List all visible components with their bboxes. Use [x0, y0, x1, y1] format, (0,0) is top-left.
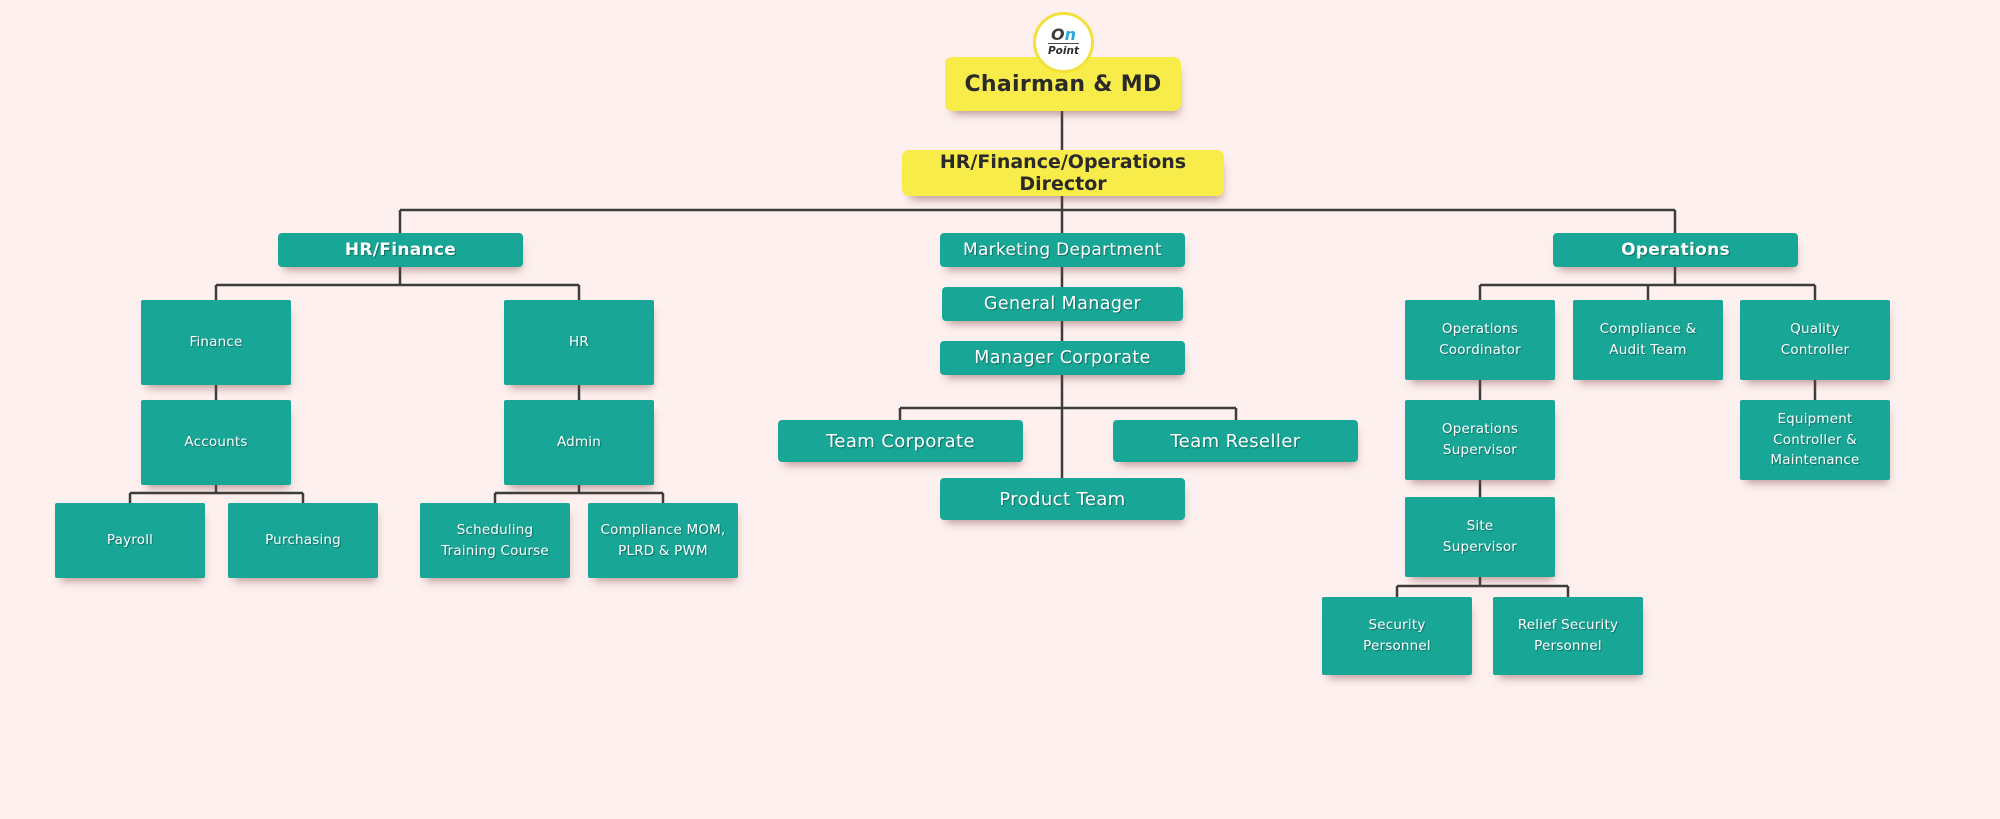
node-security-personnel: Security Personnel: [1322, 597, 1472, 675]
node-admin: Admin: [504, 400, 654, 485]
node-scheduling-training-course: Scheduling Training Course: [420, 503, 570, 578]
node-payroll: Payroll: [55, 503, 205, 578]
node-product-team: Product Team: [940, 478, 1185, 520]
logo-on-text: On: [1051, 25, 1076, 45]
node-operations-coordinator: Operations Coordinator: [1405, 300, 1555, 380]
node-compliance-mom-plrd-pwm: Compliance MOM, PLRD & PWM: [588, 503, 738, 578]
node-manager-corporate: Manager Corporate: [940, 341, 1185, 375]
node-compliance-audit-team: Compliance & Audit Team: [1573, 300, 1723, 380]
node-hr-finance-operations-director: HR/Finance/Operations Director: [902, 150, 1224, 196]
onpoint-logo: On Point: [1033, 12, 1094, 73]
node-hr-finance: HR/Finance: [278, 233, 523, 267]
node-purchasing: Purchasing: [228, 503, 378, 578]
node-marketing-department: Marketing Department: [940, 233, 1185, 267]
node-team-corporate: Team Corporate: [778, 420, 1023, 462]
node-equipment-controller-maintenance: Equipment Controller & Maintenance: [1740, 400, 1890, 480]
node-hr: HR: [504, 300, 654, 385]
node-relief-security-personnel: Relief Security Personnel: [1493, 597, 1643, 675]
node-operations: Operations: [1553, 233, 1798, 267]
node-team-reseller: Team Reseller: [1113, 420, 1358, 462]
logo-point-text: Point: [1047, 43, 1079, 58]
node-operations-supervisor: Operations Supervisor: [1405, 400, 1555, 480]
node-accounts: Accounts: [141, 400, 291, 485]
node-finance: Finance: [141, 300, 291, 385]
node-general-manager: General Manager: [942, 287, 1183, 321]
node-quality-controller: Quality Controller: [1740, 300, 1890, 380]
node-site-supervisor: Site Supervisor: [1405, 497, 1555, 577]
